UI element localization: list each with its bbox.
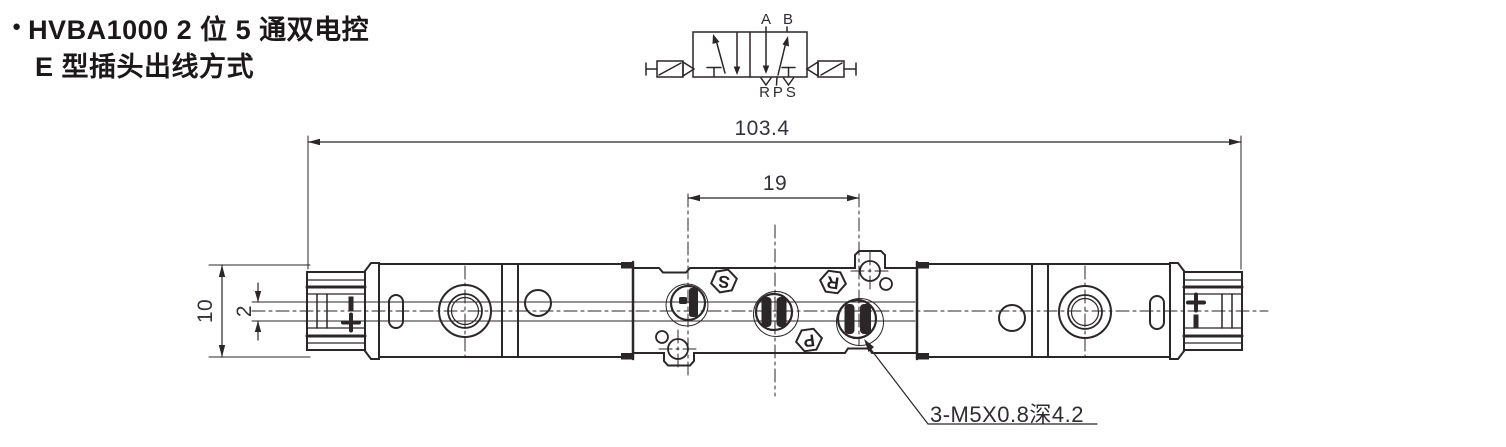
centerlines	[251, 193, 1269, 397]
manifold-body	[632, 250, 929, 367]
thread-note-leader	[865, 342, 1098, 425]
dim-port-offset: 2	[233, 304, 256, 318]
plug-connector-right	[1182, 271, 1244, 351]
exhaust-triangle-s	[782, 77, 795, 87]
mounting-hole	[859, 260, 881, 282]
mounting-hole	[879, 277, 893, 291]
page-title: HVBA1000 2 位 5 通双电控	[28, 15, 370, 45]
plus-polarity-mark	[1186, 292, 1206, 313]
indicator-slot-right	[1149, 295, 1165, 330]
symbol-port-b-label: B	[782, 11, 794, 28]
indicator-slot-left	[388, 294, 404, 329]
exhaust-triangle-r	[760, 77, 772, 87]
valve-body	[305, 250, 1244, 367]
thread-note: 3-M5X0.8深4.2	[930, 402, 1084, 427]
symbol-port-rps-label: RPS	[759, 84, 799, 101]
solenoid-pilot-right	[805, 60, 857, 78]
dim-body-height: 10	[194, 298, 217, 324]
hexagon-p	[794, 327, 824, 353]
port-r	[753, 291, 799, 337]
dim-overall-length: 103.4	[734, 117, 790, 140]
pilot-hole-left	[524, 289, 552, 317]
end-cap-left	[364, 262, 380, 360]
dimension-lines	[208, 135, 1242, 425]
minus-polarity-mark	[1193, 314, 1199, 329]
minus-polarity-mark	[348, 296, 354, 311]
symbol-port-a-label: A	[760, 11, 772, 28]
solenoid-pilot-left	[645, 60, 696, 78]
plug-connector-left	[305, 271, 367, 351]
bore-lines	[251, 301, 916, 322]
dim-port-spacing: 19	[762, 172, 788, 195]
manual-override-right	[1058, 285, 1112, 339]
hexagon-s	[710, 268, 738, 294]
port-s	[665, 283, 709, 327]
plus-polarity-mark	[341, 312, 361, 333]
port-p	[836, 298, 884, 346]
pilot-hole-right	[998, 304, 1026, 332]
mounting-hole	[667, 338, 689, 360]
title-block: ● HVBA1000 2 位 5 通双电控 E 型插头出线方式	[12, 12, 369, 86]
bullet-icon: ●	[12, 18, 22, 35]
mounting-hole	[655, 330, 669, 344]
page-subtitle: E 型插头出线方式	[35, 52, 255, 82]
manual-override-left	[438, 284, 492, 338]
hexagon-r	[818, 269, 848, 295]
pneumatic-symbol	[645, 26, 857, 87]
